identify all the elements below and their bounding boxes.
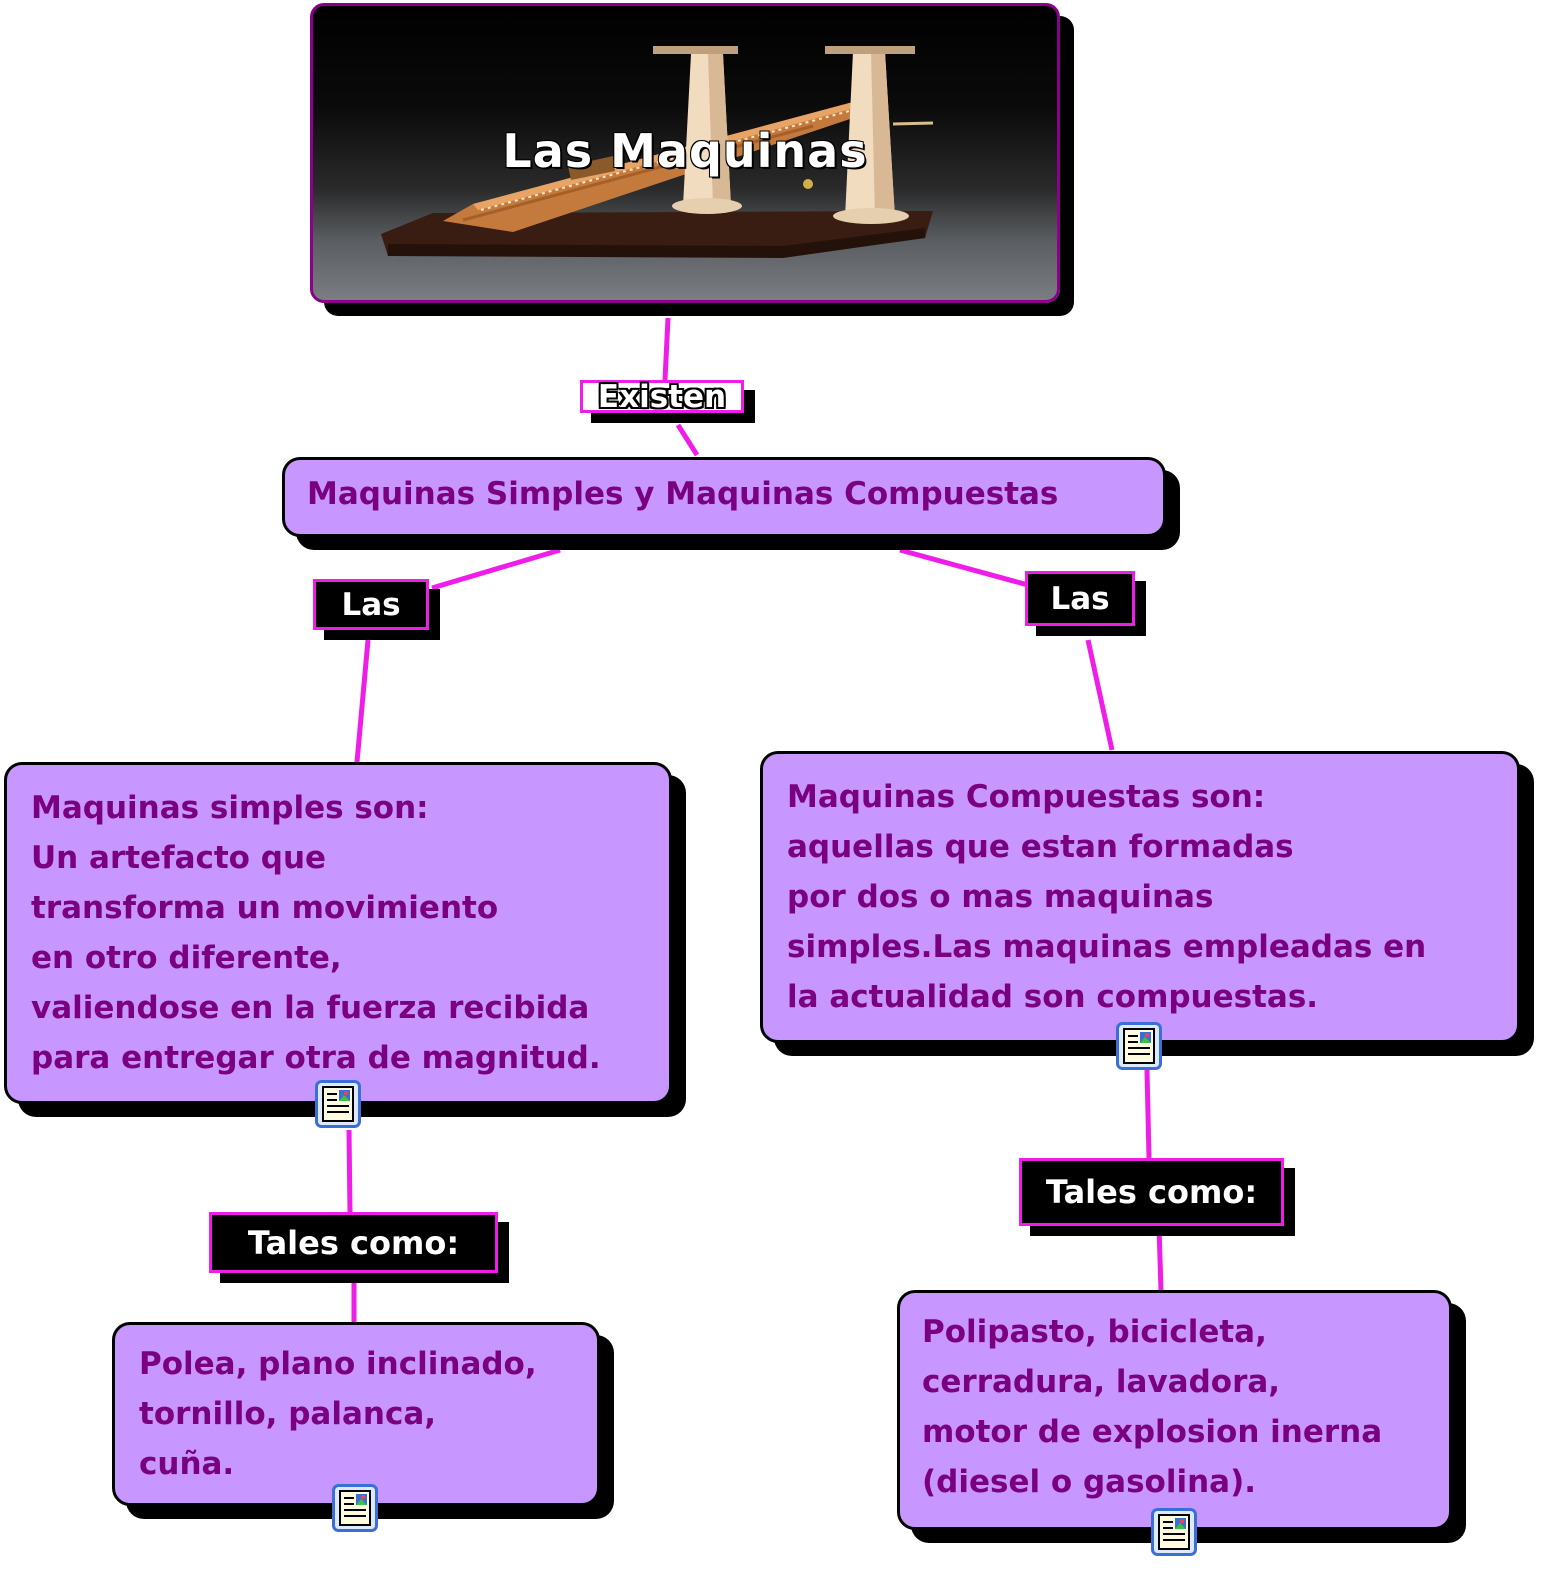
link-label-las-left[interactable]: Las <box>313 579 429 630</box>
node-maquinas-simples[interactable]: Maquinas simples son: Un artefacto que t… <box>4 762 672 1104</box>
map-title: Las Maquinas <box>502 124 868 178</box>
resource-document-icon[interactable] <box>332 1484 378 1532</box>
node-compuestas-examples-text: Polipasto, bicicleta, cerradura, lavador… <box>922 1314 1383 1500</box>
link-label-existen-text: Existen <box>597 378 727 415</box>
resource-document-icon[interactable] <box>1116 1022 1162 1070</box>
connector-main-las-left <box>431 547 561 591</box>
connector-las-right-compuestas <box>1085 639 1115 751</box>
resource-document-icon[interactable] <box>1151 1508 1197 1556</box>
title-node[interactable]: Las Maquinas <box>310 3 1060 303</box>
connector-existen-main <box>675 423 700 457</box>
connector-tales-right-examples <box>1156 1226 1164 1291</box>
link-label-tales-right[interactable]: Tales como: <box>1019 1158 1284 1226</box>
connector-las-left-simples <box>354 639 371 763</box>
node-main-text: Maquinas Simples y Maquinas Compuestas <box>307 476 1059 512</box>
node-compuestas-examples[interactable]: Polipasto, bicicleta, cerradura, lavador… <box>897 1290 1452 1530</box>
node-maquinas-compuestas[interactable]: Maquinas Compuestas son: aquellas que es… <box>760 751 1520 1043</box>
connector-title-existen <box>662 317 671 381</box>
node-simples-examples[interactable]: Polea, plano inclinado, tornillo, palanc… <box>112 1322 600 1506</box>
link-label-las-right[interactable]: Las <box>1025 571 1135 626</box>
node-compuestas-text: Maquinas Compuestas son: aquellas que es… <box>787 779 1427 1015</box>
link-label-las-left-text: Las <box>341 586 401 623</box>
node-maquinas-simples-y-compuestas[interactable]: Maquinas Simples y Maquinas Compuestas <box>282 457 1166 537</box>
connector-compuestas-tales-right <box>1144 1069 1152 1159</box>
resource-document-icon[interactable] <box>315 1080 361 1128</box>
link-label-las-right-text: Las <box>1050 580 1110 617</box>
link-label-existen[interactable]: Existen <box>580 378 744 415</box>
link-label-tales-left-text: Tales como: <box>247 1223 460 1262</box>
inclined-plane-picture <box>381 46 934 258</box>
node-simples-examples-text: Polea, plano inclinado, tornillo, palanc… <box>139 1346 537 1482</box>
node-simples-text: Maquinas simples son: Un artefacto que t… <box>31 790 601 1076</box>
connector-simples-tales-left <box>346 1129 353 1214</box>
link-label-tales-right-text: Tales como: <box>1045 1173 1258 1211</box>
connector-main-las-right <box>899 547 1029 588</box>
link-label-tales-left[interactable]: Tales como: <box>209 1212 498 1273</box>
